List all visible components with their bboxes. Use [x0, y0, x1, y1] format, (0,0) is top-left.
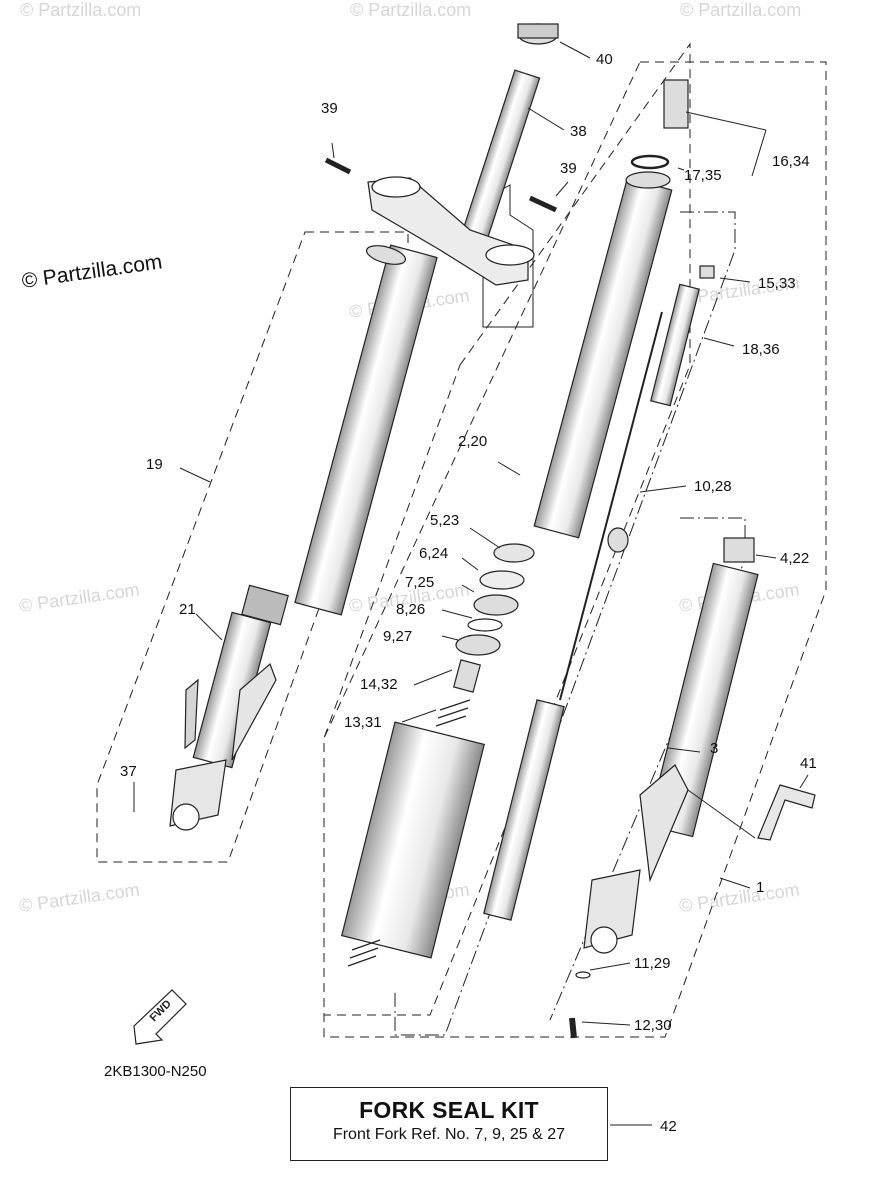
oil-seal-7	[473, 594, 519, 616]
o-ring-17	[630, 154, 670, 170]
caliper-mount-rear	[231, 662, 277, 761]
callout-4-22: 4,22	[780, 550, 809, 567]
diagram-code: 2KB1300-N250	[104, 1063, 207, 1080]
spring-13	[435, 699, 471, 727]
callout-5-23: 5,23	[430, 512, 459, 529]
callout-3: 3	[710, 740, 718, 757]
callout-39-right: 39	[560, 160, 577, 177]
adjuster-rod-18	[650, 283, 700, 407]
inner-tube-top	[625, 171, 671, 189]
callout-10-28: 10,28	[694, 478, 732, 495]
callout-labels: 40 38 39 39 16,34 17,35 15,33 18,36 2,20…	[104, 51, 817, 1135]
callout-7-25: 7,25	[405, 574, 434, 591]
fwd-arrow-icon: FWD	[133, 989, 187, 1045]
fork-assembly-left	[169, 244, 438, 831]
watermark-text: © Partzilla.com	[18, 879, 141, 916]
fork-assembly-19-outline	[96, 231, 409, 863]
damper-cylinder	[483, 699, 565, 921]
inner-parts	[341, 79, 715, 967]
kit-title: FORK SEAL KIT	[359, 1097, 539, 1123]
cap-16	[663, 79, 689, 129]
callout-41: 41	[800, 755, 817, 772]
bearing-body	[517, 23, 559, 39]
fork-seal-kit-box: FORK SEAL KIT Front Fork Ref. No. 7, 9, …	[290, 1087, 608, 1161]
callout-9-27: 9,27	[383, 628, 412, 645]
callout-37: 37	[120, 763, 137, 780]
callout-17-35: 17,35	[684, 167, 722, 184]
cap-bolt-15	[699, 265, 715, 279]
fork-outer-tube-right	[569, 537, 816, 1039]
callout-14-32: 14,32	[360, 676, 398, 693]
axle-bore	[172, 803, 200, 831]
outer-axle-bore	[590, 926, 618, 954]
callout-40: 40	[596, 51, 613, 68]
callout-21: 21	[179, 601, 196, 618]
inner-tube-upper	[294, 244, 438, 616]
spacer-14	[452, 659, 482, 693]
bolt-12	[569, 1017, 577, 1039]
callout-16-34: 16,34	[772, 153, 810, 170]
inner-tube-2	[533, 177, 673, 539]
washer-6	[479, 570, 525, 590]
callout-18-36: 18,36	[742, 341, 780, 358]
bushing-5	[493, 543, 535, 563]
bracket-clamp-left	[371, 176, 421, 198]
callout-8-26: 8,26	[396, 601, 425, 618]
spring-lower-coils	[347, 939, 381, 967]
callout-12-30: 12,30	[634, 1017, 672, 1034]
fork-assembly-1-outline	[323, 61, 827, 1038]
callout-19: 19	[146, 456, 163, 473]
damper-piston	[607, 527, 629, 553]
kit-subtitle: Front Fork Ref. No. 7, 9, 25 & 27	[332, 1126, 566, 1143]
fork-seal-band	[241, 584, 289, 626]
steering-stem-assembly	[324, 23, 559, 286]
callout-13-31: 13,31	[344, 714, 382, 731]
watermark-text: © Partzilla.com	[680, 0, 801, 20]
watermark-text: © Partzilla.com	[18, 579, 141, 616]
callout-2-20: 2,20	[458, 433, 487, 450]
washer-11	[575, 971, 591, 979]
callout-38: 38	[570, 123, 587, 140]
callout-11-29: 11,29	[634, 955, 670, 972]
bolt-39-left	[324, 157, 352, 175]
bracket-41	[757, 784, 816, 841]
outer-bushing-4	[723, 537, 755, 563]
damper-group-outline	[394, 211, 736, 1036]
callout-6-24: 6,24	[419, 545, 448, 562]
bolt-39-right	[528, 195, 558, 213]
fork-spring-tube	[341, 721, 485, 959]
leader-lines	[133, 41, 809, 1126]
bracket-clamp-right	[485, 244, 535, 266]
damper-rod-10	[559, 311, 663, 701]
stem-shaft	[461, 69, 541, 241]
watermark-text: © Partzilla.com	[350, 0, 471, 20]
callout-42: 42	[660, 1118, 677, 1135]
dust-seal-9	[455, 634, 501, 656]
callout-15-33: 15,33	[758, 275, 796, 292]
inner-parts-outline	[323, 42, 691, 1016]
fork-cap	[365, 245, 407, 265]
callout-1: 1	[756, 879, 764, 896]
caliper-mount	[184, 678, 199, 750]
watermark-text: © Partzilla.com	[20, 0, 141, 20]
clip-8	[467, 618, 503, 632]
callout-39-left: 39	[321, 100, 338, 117]
